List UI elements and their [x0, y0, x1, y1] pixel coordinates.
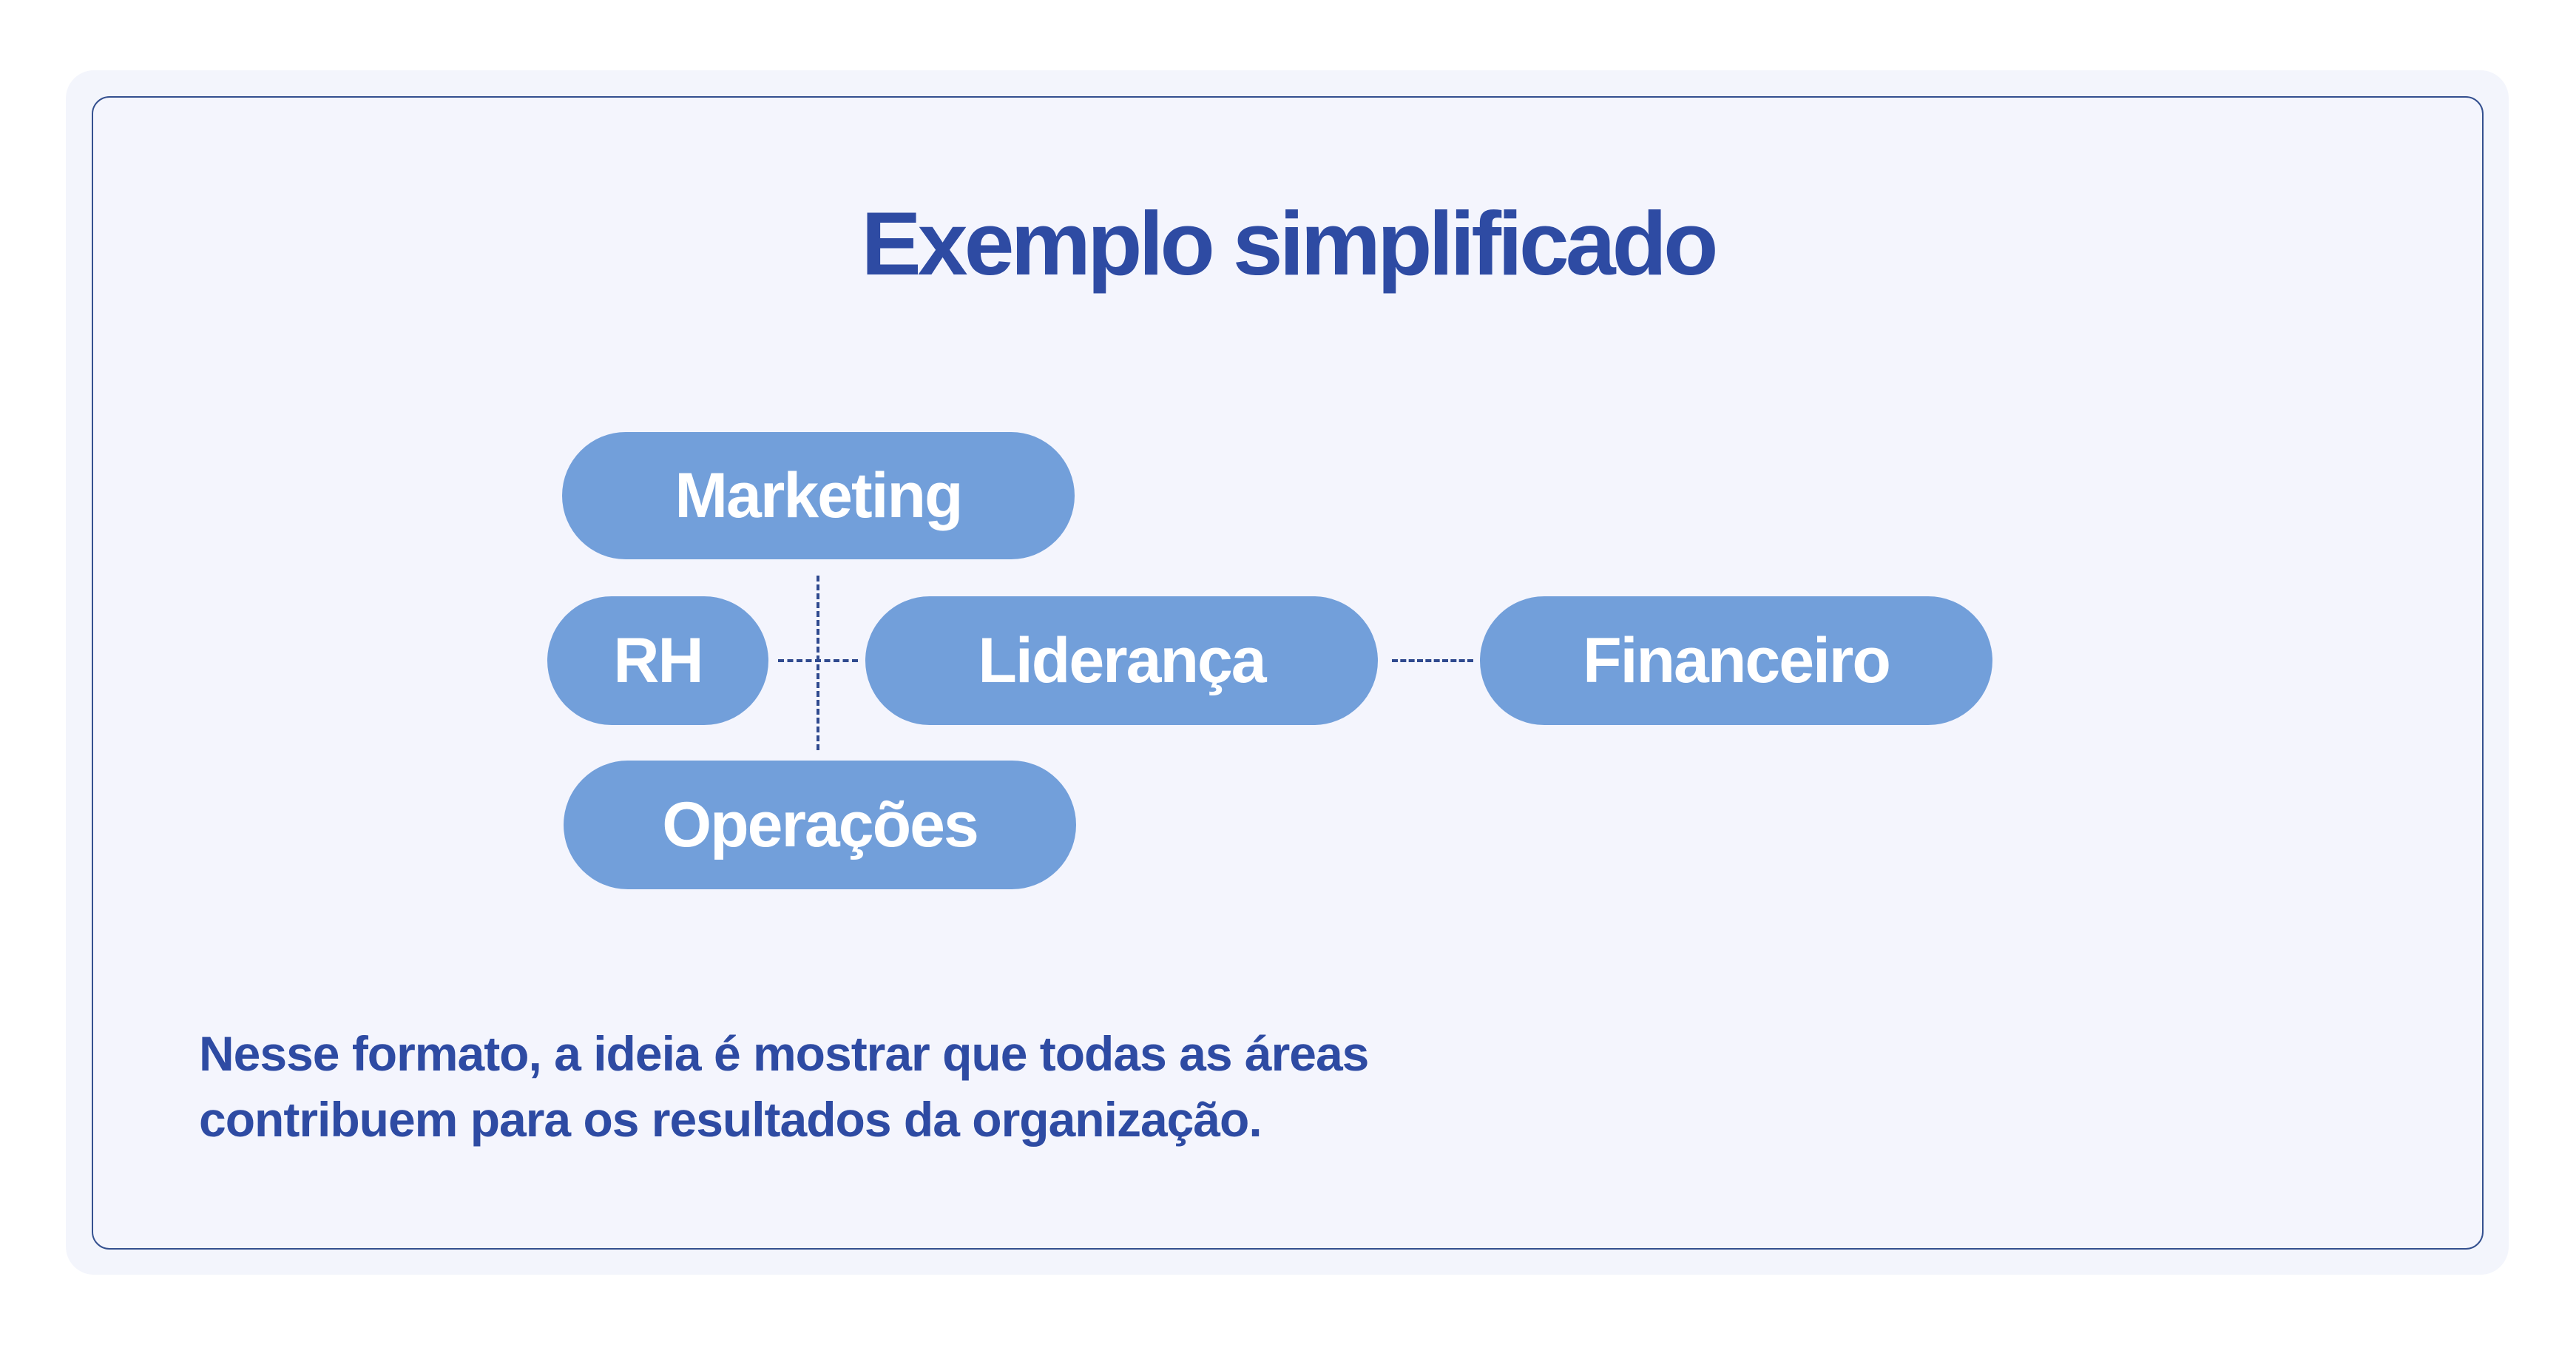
node-operacoes: Operações: [564, 761, 1076, 889]
node-marketing: Marketing: [562, 432, 1075, 559]
description-paragraph: Nesse formato, a ideia é mostrar que tod…: [199, 1021, 1530, 1153]
description-line-1: Nesse formato, a ideia é mostrar que tod…: [199, 1026, 1369, 1081]
connector-lideranca-financeiro: [1392, 659, 1473, 662]
connector-vertical: [817, 576, 819, 750]
connector-rh-lideranca: [778, 659, 858, 662]
node-rh: RH: [547, 596, 768, 725]
node-lideranca: Liderança: [865, 596, 1378, 725]
description-line-2: contribuem para os resultados da organiz…: [199, 1092, 1262, 1147]
slide-title: Exemplo simplificado: [861, 193, 1718, 294]
node-financeiro: Financeiro: [1480, 596, 1992, 725]
